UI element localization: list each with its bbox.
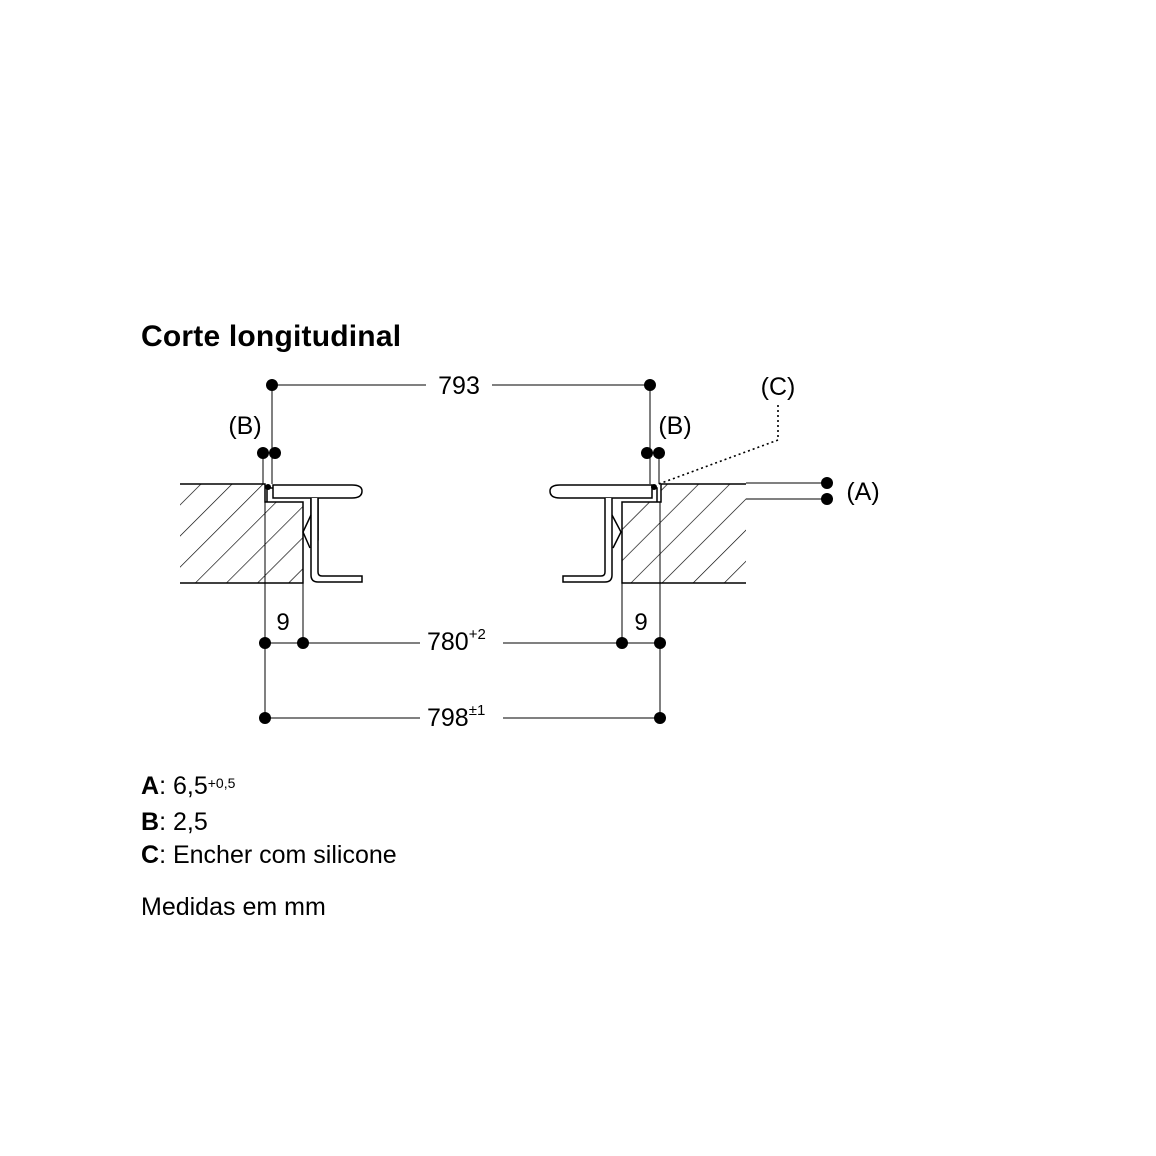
legend-item-c: C: Encher com silicone xyxy=(141,841,397,869)
dimension-gap-right: 9 xyxy=(621,502,661,718)
legend-item-a: A: 6,5+0,5 xyxy=(141,772,236,800)
diagram-title: Corte longitudinal xyxy=(141,320,402,353)
hob-left xyxy=(266,484,363,583)
gap-left-label: 9 xyxy=(276,609,289,636)
dimension-793: 793 xyxy=(266,372,656,484)
countertop-right xyxy=(621,483,746,584)
dimension-gap-left: 9 xyxy=(264,502,304,718)
units-note: Medidas em mm xyxy=(141,893,326,921)
callout-c: (C) xyxy=(655,373,796,486)
dimension-793-label: 793 xyxy=(438,372,480,400)
callout-c-label: (C) xyxy=(761,373,796,401)
legend-item-b: B: 2,5 xyxy=(141,808,208,836)
callout-b-left-label: (B) xyxy=(228,412,261,440)
legend: A: 6,5+0,5 B: 2,5 C: Encher com silicone xyxy=(141,770,397,872)
dimension-780: 780+2 xyxy=(259,626,666,656)
dimension-798: 798±1 xyxy=(259,702,666,732)
gap-right-label: 9 xyxy=(634,609,647,636)
callout-b-right-label: (B) xyxy=(658,412,691,440)
callout-a-label: (A) xyxy=(846,478,879,506)
countertop-left xyxy=(180,483,304,584)
callout-b-left: (B) xyxy=(228,412,281,484)
callout-b-right: (B) xyxy=(641,412,692,484)
dimension-780-label: 780+2 xyxy=(427,626,486,656)
callout-a: (A) xyxy=(746,477,880,506)
dimension-798-label: 798±1 xyxy=(427,702,485,732)
